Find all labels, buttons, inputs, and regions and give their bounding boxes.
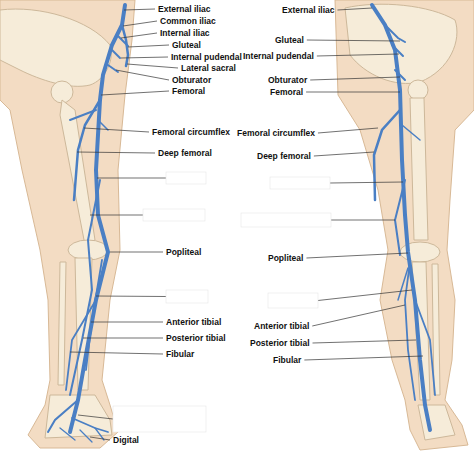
vein-label: Posterior tibial — [166, 333, 226, 343]
leader-line — [77, 152, 155, 153]
vein-label: Femoral circumflex — [237, 128, 315, 138]
vein-label: Deep femoral — [257, 151, 311, 161]
leader-line — [91, 322, 163, 323]
vein-label: External iliac — [282, 5, 334, 15]
vein-label: Femoral — [172, 86, 205, 96]
leader-line — [121, 57, 168, 58]
leader-line — [318, 128, 378, 133]
leader-line — [110, 252, 163, 253]
vein-label: Internal pudendal — [243, 51, 314, 61]
leader-line — [306, 253, 408, 258]
leader-line — [70, 352, 163, 354]
leader-line — [337, 8, 372, 10]
vein-label: Fibular — [273, 355, 301, 365]
leader-line — [90, 215, 143, 216]
leader-line — [127, 64, 178, 68]
leader-line — [312, 305, 405, 326]
leader-line — [116, 70, 169, 80]
masked-label-box — [241, 213, 331, 227]
leader-line — [314, 152, 374, 156]
vein-label: Popliteal — [268, 253, 303, 263]
leader-line — [123, 21, 157, 26]
leader-line — [304, 356, 423, 360]
vein-label: Popliteal — [166, 247, 201, 257]
masked-label-box — [143, 209, 205, 221]
leader-line — [121, 33, 157, 38]
vein-label: Gluteal — [275, 35, 304, 45]
vein-label: Femoral — [270, 87, 303, 97]
masked-label-box — [113, 406, 206, 432]
posterior-leg — [335, 0, 474, 450]
vein-label: Lateral sacral — [181, 63, 236, 73]
leader-line — [307, 40, 400, 41]
vein-label: Deep femoral — [158, 148, 212, 158]
vein-label: Posterior tibial — [250, 338, 310, 348]
vein-label: Gluteal — [172, 40, 201, 50]
leader-line — [84, 128, 149, 132]
leader-line — [330, 182, 403, 183]
leader-line — [101, 91, 169, 95]
vein-label: Internal pudendal — [171, 52, 242, 62]
leader-line — [78, 415, 113, 419]
anterior-leg — [0, 0, 135, 448]
leader-line — [128, 45, 169, 47]
vein-label: Common iliac — [160, 16, 216, 26]
vein-label: Digital — [113, 435, 139, 445]
leader-line — [313, 340, 416, 343]
vein-label: Anterior tibial — [166, 317, 221, 327]
leader-line — [124, 9, 155, 10]
leader-line — [331, 220, 395, 221]
vein-label: Obturator — [172, 75, 211, 85]
masked-label-box — [268, 293, 318, 308]
leader-line — [90, 437, 110, 440]
leader-line — [318, 290, 412, 301]
vein-label: External iliac — [158, 4, 210, 14]
vein-label: Obturator — [268, 75, 307, 85]
leader-line — [310, 77, 400, 80]
masked-label-box — [270, 177, 330, 189]
vein-label: Femoral circumflex — [152, 127, 230, 137]
masked-label-box — [166, 290, 208, 303]
vein-label: Internal iliac — [160, 28, 210, 38]
vein-label: Anterior tibial — [254, 321, 309, 331]
masked-label-box — [166, 172, 206, 184]
leader-line — [306, 92, 400, 93]
vein-label: Fibular — [166, 349, 194, 359]
leader-line — [96, 296, 166, 298]
leader-line — [97, 178, 166, 179]
leader-line — [317, 54, 399, 56]
leader-line — [83, 338, 163, 339]
